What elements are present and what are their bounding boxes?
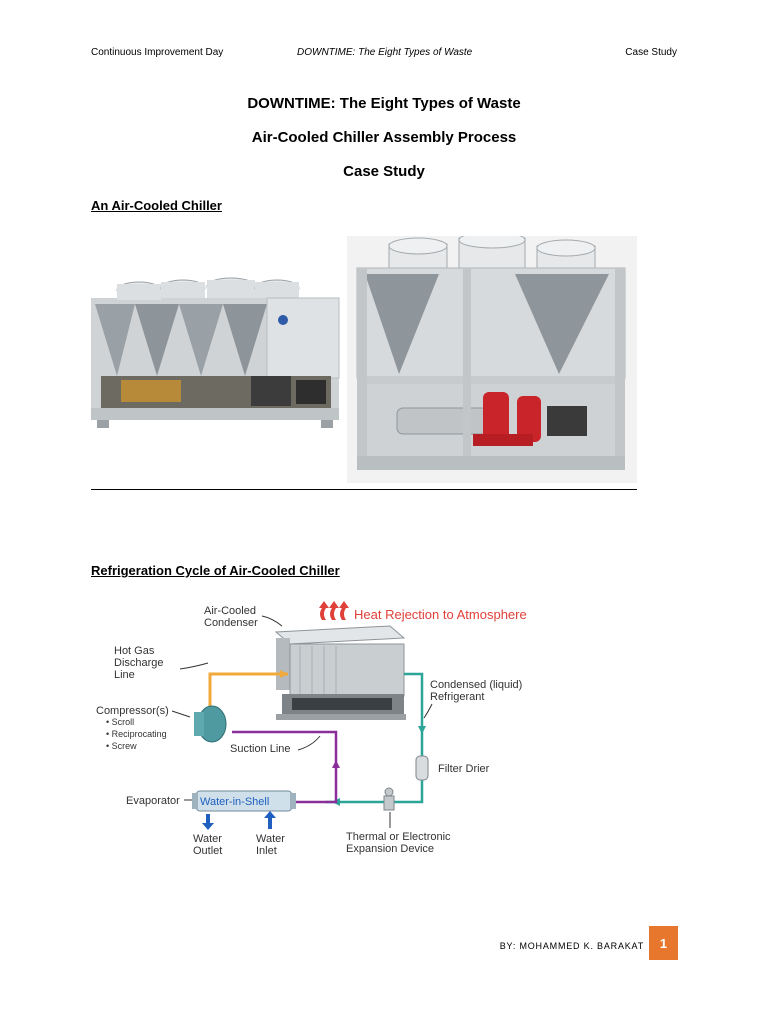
- expansion-label: Thermal or Electronic Expansion Device: [346, 831, 454, 855]
- evaporator-shell: [192, 790, 296, 812]
- water-inlet-label: Water Inlet: [256, 833, 288, 857]
- water-outlet-label: Water Outlet: [193, 833, 225, 857]
- water-in-shell-label: Water-in-Shell: [200, 796, 269, 808]
- title-process: Air-Cooled Chiller Assembly Process: [251, 129, 517, 146]
- condensed-label: Condensed (liquid) Refrigerant: [430, 679, 525, 703]
- page-number: 1: [659, 935, 668, 951]
- water-inlet-arrow-icon: [264, 811, 276, 829]
- filter-drier-icon: [415, 755, 429, 781]
- condenser-unit: [274, 625, 406, 720]
- expansion-valve-icon: [383, 787, 395, 811]
- section-divider: [91, 489, 637, 490]
- header-center: DOWNTIME: The Eight Types of Waste: [297, 47, 473, 58]
- section-refrigeration-cycle: Refrigeration Cycle of Air-Cooled Chille…: [91, 563, 340, 578]
- title-main: DOWNTIME: The Eight Types of Waste: [247, 95, 521, 112]
- evaporator-label: Evaporator: [126, 795, 180, 807]
- suction-label: Suction Line: [230, 743, 291, 755]
- section-air-cooled-chiller: An Air-Cooled Chiller: [91, 198, 222, 213]
- header-left: Continuous Improvement Day: [91, 47, 224, 58]
- heat-rejection-label: Heat Rejection to Atmosphere: [354, 607, 527, 622]
- chiller-photo-large: [347, 236, 637, 483]
- compressor-icon: [194, 705, 227, 743]
- chiller-photo-small: [91, 277, 340, 428]
- heat-arrows-icon: [319, 601, 349, 620]
- compressor-label: Compressor(s): [96, 705, 169, 717]
- footer-author: BY: MOHAMMED K. BARAKAT: [499, 941, 644, 951]
- water-outlet-arrow-icon: [202, 814, 214, 830]
- header-right: Case Study: [625, 47, 677, 58]
- filter-drier-label: Filter Drier: [438, 763, 490, 775]
- page-number-badge: 1: [649, 926, 678, 960]
- condenser-label: Air-Cooled Condenser: [204, 605, 259, 629]
- hot-gas-label: Hot Gas Discharge Line: [114, 645, 167, 681]
- refrigeration-cycle-diagram: Heat Rejection to Atmosphere Air-Cooled …: [96, 601, 527, 857]
- compressor-types-list: • Scroll • Reciprocating • Screw: [106, 717, 169, 751]
- title-case-study: Case Study: [343, 163, 425, 180]
